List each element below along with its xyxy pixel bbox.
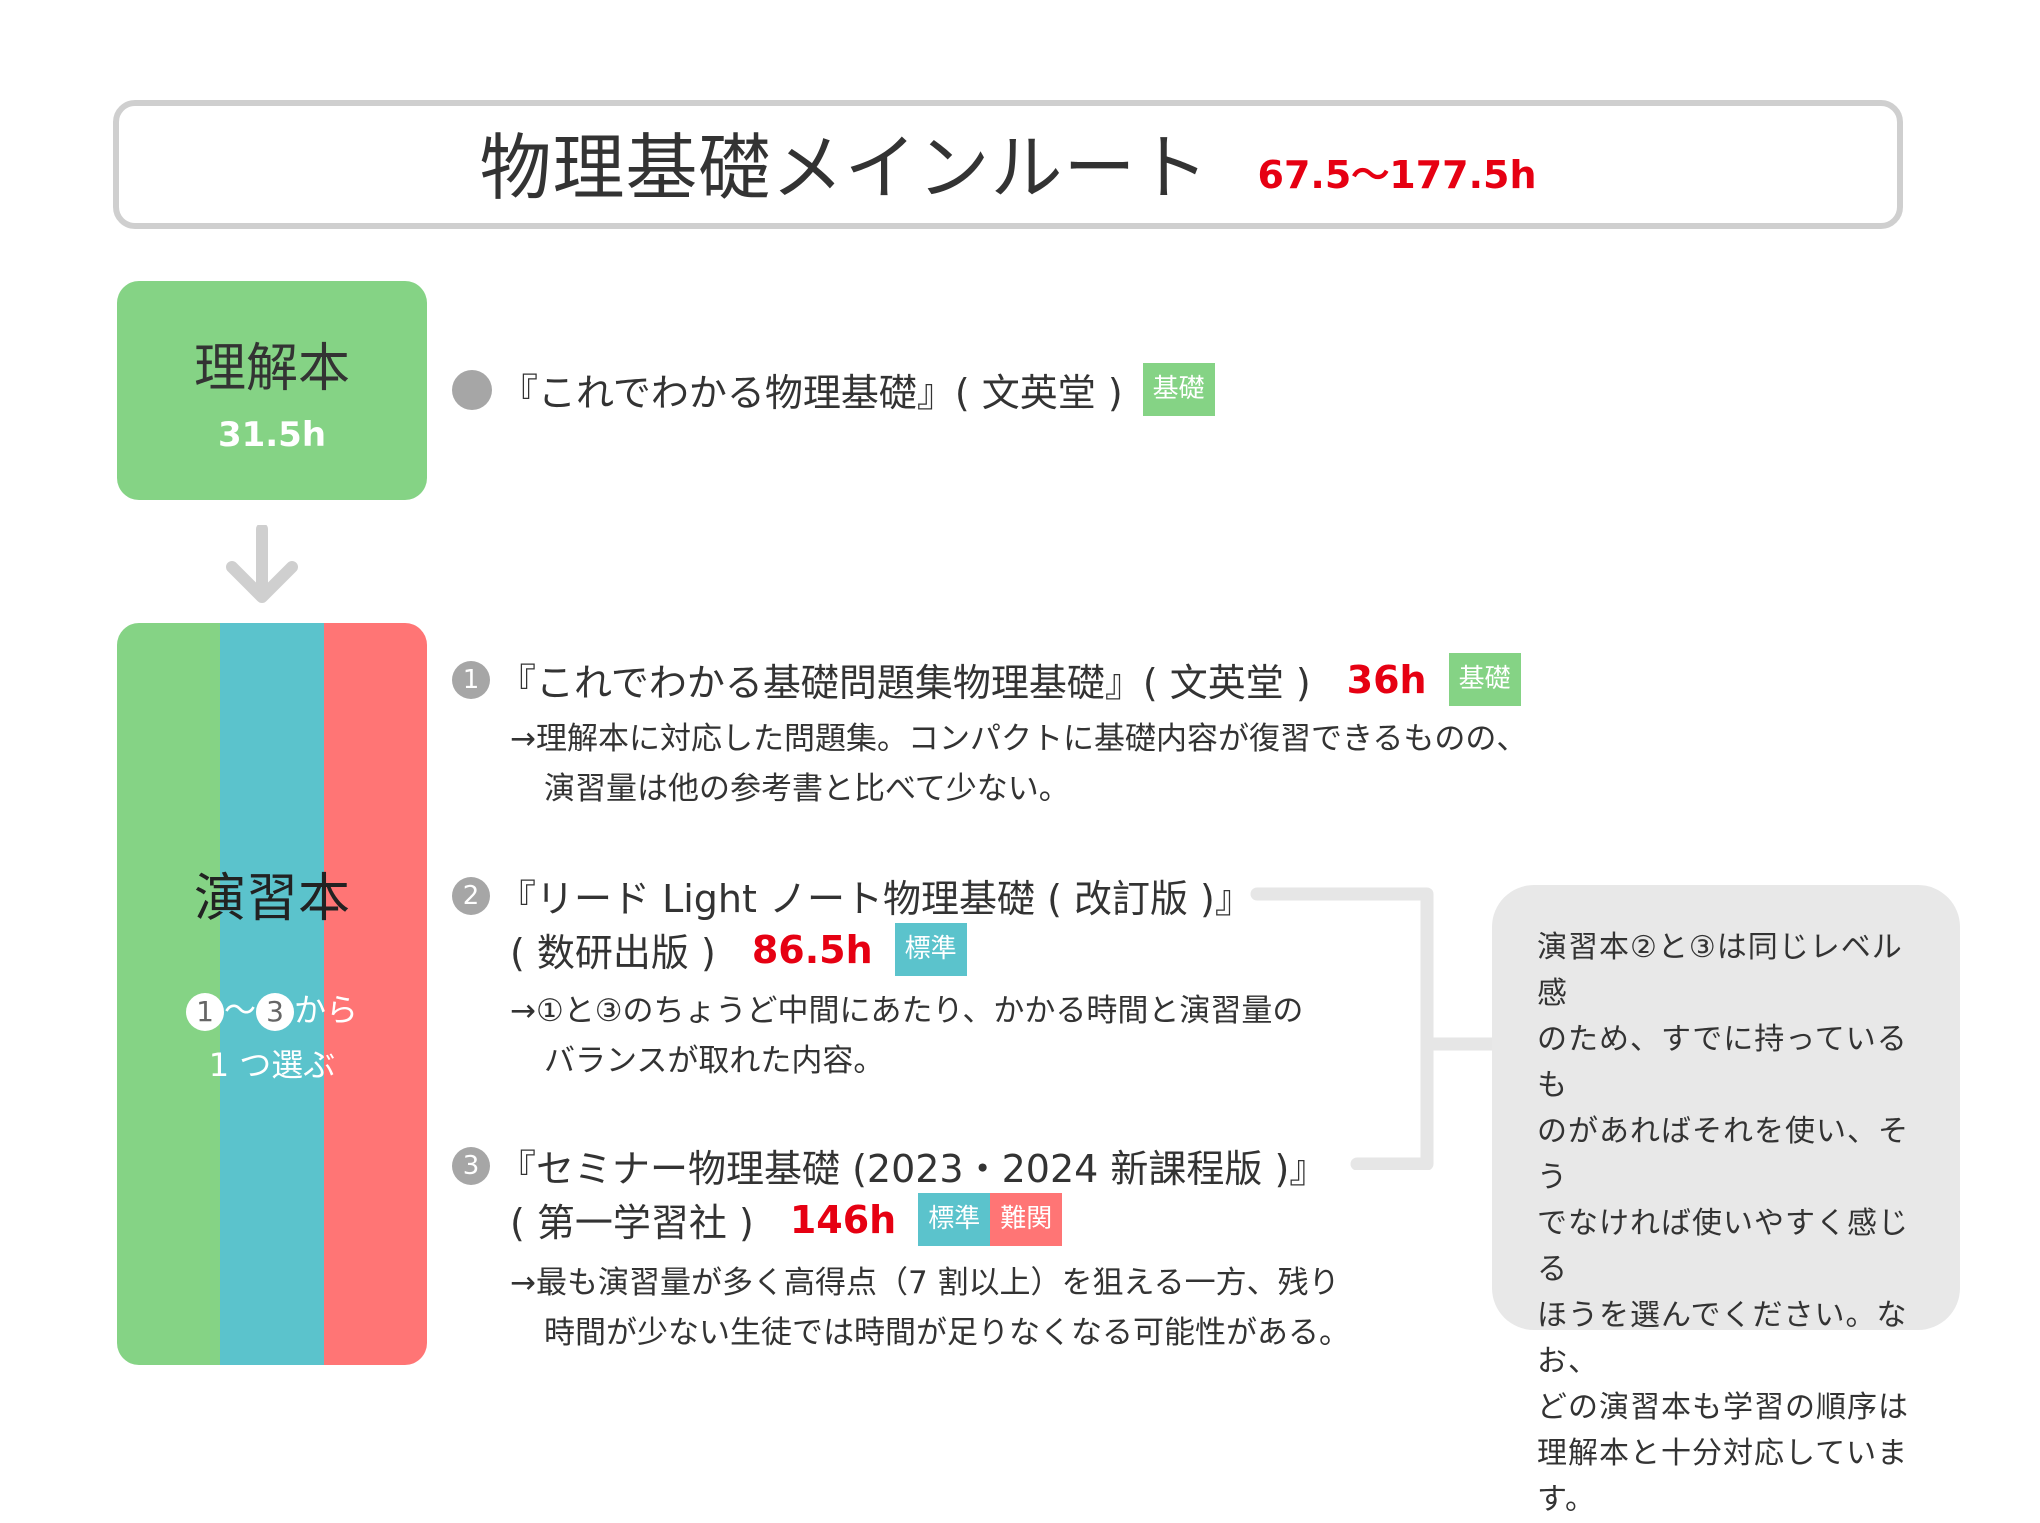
note-line: のため、すでに持っているも [1537, 1022, 1908, 1103]
book-publisher: ( 数研出版 ) [510, 931, 716, 975]
book-title: 『これでわかる基礎問題集物理基礎』( 文英堂 ) [498, 661, 1311, 705]
title-box: 物理基礎メインルート 67.5〜177.5h [113, 100, 1903, 229]
book-description-3: →最も演習量が多く高得点（7 割以上）を狙える一方、残り 時間が少ない生徒では時… [510, 1258, 1350, 1358]
description-line: バランスが取れた内容。 [544, 1043, 885, 1079]
practice-book-2-publisher: ( 数研出版 ) 86.5h 標準 [510, 922, 967, 977]
level-tag-hard: 難関 [990, 1193, 1063, 1246]
level-tag-basic: 基礎 [1448, 653, 1521, 706]
level-tag-basic: 基礎 [1142, 363, 1215, 416]
arrow-down-icon [226, 525, 298, 603]
description-line: →理解本に対応した問題集。コンパクトに基礎内容が復習できるものの、 [510, 721, 1528, 757]
level-tag-standard: 標準 [894, 923, 967, 976]
book-hours: 86.5h [751, 927, 873, 972]
note-line: でなければ使いやすく感じる [1537, 1206, 1909, 1287]
description-line: →最も演習量が多く高得点（7 割以上）を狙える一方、残り [510, 1265, 1340, 1301]
choose-suffix: から [294, 991, 359, 1030]
book-title: 『セミナー物理基礎 (2023・2024 新課程版 )』 [498, 1147, 1328, 1191]
bracket-connector [1250, 887, 1495, 1170]
number-badge-2: 2 [452, 876, 490, 915]
level-tag-standard: 標準 [918, 1193, 991, 1246]
total-hours: 67.5〜177.5h [1257, 153, 1537, 197]
description-line: 時間が少ない生徒では時間が足りなくなる可能性がある。 [544, 1315, 1350, 1351]
note-line: どの演習本も学習の順序は [1537, 1390, 1909, 1425]
practice-book-1: 1 『これでわかる基礎問題集物理基礎』( 文英堂 ) 36h 基礎 [452, 652, 1521, 707]
understanding-block: 理解本 31.5h [117, 281, 427, 500]
page-title: 物理基礎メインルート [479, 126, 1210, 210]
practice-book-3-publisher: ( 第一学習社 ) 146h 標準難関 [510, 1192, 1063, 1247]
note-line: 理解本と十分対応していま [1537, 1436, 1909, 1471]
circled-number-3: 3 [256, 993, 294, 1032]
title-row: 物理基礎メインルート 67.5〜177.5h [119, 106, 1897, 223]
book-title: 『リード Light ノート物理基礎 ( 改訂版 )』 [498, 877, 1253, 921]
note-text: 演習本②と③は同じレベル感 のため、すでに持っているも のがあればそれを使い、そ… [1537, 925, 1930, 1523]
note-box: 演習本②と③は同じレベル感 のため、すでに持っているも のがあればそれを使い、そ… [1492, 885, 1960, 1517]
circled-number-1: 1 [185, 993, 224, 1032]
book-publisher: ( 第一学習社 ) [510, 1201, 754, 1245]
book-description-1: →理解本に対応した問題集。コンパクトに基礎内容が復習できるものの、 演習量は他の… [510, 714, 1527, 814]
understanding-label: 理解本 [193, 339, 350, 399]
book-description-2: →①と③のちょうど中間にあたり、かかる時間と演習量の バランスが取れた内容。 [510, 986, 1303, 1086]
book-hours: 36h [1346, 657, 1427, 702]
practice-label: 演習本 [193, 869, 350, 930]
number-badge-1: 1 [452, 660, 490, 699]
note-line: 演習本②と③は同じレベル感 [1537, 930, 1903, 1011]
stripe-hard [323, 623, 427, 1365]
description-line: →①と③のちょうど中間にあたり、かかる時間と演習量の [510, 993, 1304, 1029]
description-line: 演習量は他の参考書と比べて少ない。 [544, 771, 1070, 807]
understanding-book: 『これでわかる物理基礎』( 文英堂 ) 基礎 [452, 362, 1215, 417]
note-line: す。 [1537, 1482, 1596, 1517]
practice-book-3: 3 『セミナー物理基礎 (2023・2024 新課程版 )』 [452, 1138, 1327, 1193]
range-separator: 〜 [223, 991, 256, 1030]
understanding-hours: 31.5h [217, 415, 327, 455]
book-hours: 146h [789, 1197, 897, 1242]
note-line: ほうを選んでください。なお、 [1537, 1298, 1908, 1379]
practice-instruction-line2: 1 つ選ぶ [208, 1045, 336, 1084]
note-line: のがあればそれを使い、そう [1537, 1114, 1909, 1195]
number-badge-3: 3 [452, 1146, 490, 1185]
gray-circle-icon [452, 369, 492, 410]
book-title: 『これでわかる物理基礎』( 文英堂 ) [500, 371, 1123, 415]
practice-book-2: 2 『リード Light ノート物理基礎 ( 改訂版 )』 [452, 868, 1253, 923]
